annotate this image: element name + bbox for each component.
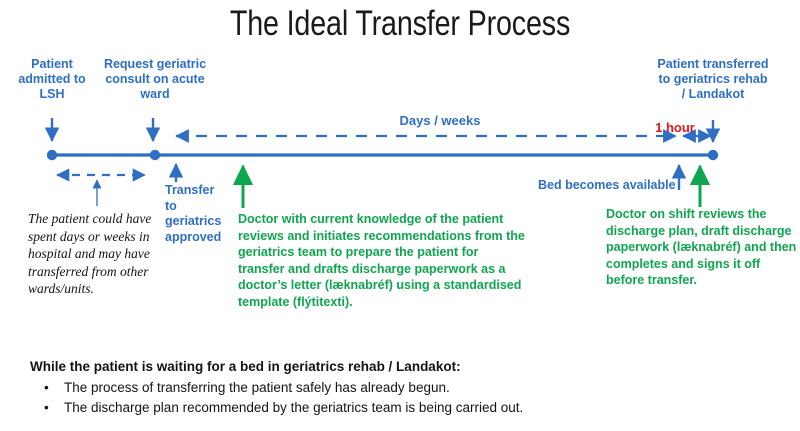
bottom-summary-list: The process of transferring the patient … bbox=[30, 378, 770, 418]
label-patient-admitted: Patient admitted to LSH bbox=[6, 57, 98, 102]
label-transfer-approved-line2: to bbox=[165, 198, 177, 213]
bottom-summary-heading: While the patient is waiting for a bed i… bbox=[30, 359, 461, 374]
label-request-consult-line2: consult on acute bbox=[105, 72, 205, 86]
label-transfer-approved-line1: Transfer bbox=[165, 183, 215, 197]
milestone-dot-transferred bbox=[707, 149, 719, 161]
label-patient-transferred-line2: to geriatrics rehab bbox=[658, 72, 768, 86]
label-patient-admitted-line2: admitted to bbox=[18, 72, 86, 86]
label-patient-admitted-line3: LSH bbox=[39, 87, 65, 101]
milestone-dot-request-consult bbox=[149, 149, 161, 161]
label-request-consult: Request geriatric consult on acute ward bbox=[96, 57, 214, 102]
label-bed-available: Bed becomes available bbox=[538, 178, 676, 192]
label-transfer-approved-line3: geriatrics bbox=[165, 214, 222, 228]
label-patient-transferred-line3: / Landakot bbox=[681, 87, 745, 101]
note-doctor-on-shift-reviews: Doctor on shift reviews the discharge pl… bbox=[606, 207, 797, 287]
label-patient-transferred-line1: Patient transferred bbox=[657, 57, 769, 71]
note-doctor-prepares-transfer: Doctor with current knowledge of the pat… bbox=[238, 212, 525, 309]
label-patient-transferred: Patient transferred to geriatrics rehab … bbox=[639, 57, 787, 102]
list-item: The process of transferring the patient … bbox=[30, 378, 770, 398]
list-item: The discharge plan recommended by the ge… bbox=[30, 398, 770, 418]
label-transfer-approved: Transfer to geriatrics approved bbox=[165, 183, 235, 245]
label-request-consult-line1: Request geriatric bbox=[103, 57, 207, 71]
label-one-hour: 1 hour bbox=[655, 120, 695, 135]
bottom-summary: While the patient is waiting for a bed i… bbox=[30, 358, 770, 418]
page-title: The Ideal Transfer Process bbox=[229, 4, 571, 43]
note-prior-hospital-stay: The patient could have spent days or wee… bbox=[28, 211, 152, 296]
label-transfer-approved-line4: approved bbox=[165, 229, 222, 244]
label-patient-admitted-line1: Patient bbox=[31, 57, 73, 71]
milestone-dot-admitted bbox=[46, 149, 58, 161]
label-days-weeks: Days / weeks bbox=[399, 113, 481, 128]
label-request-consult-line3: ward bbox=[140, 87, 170, 101]
